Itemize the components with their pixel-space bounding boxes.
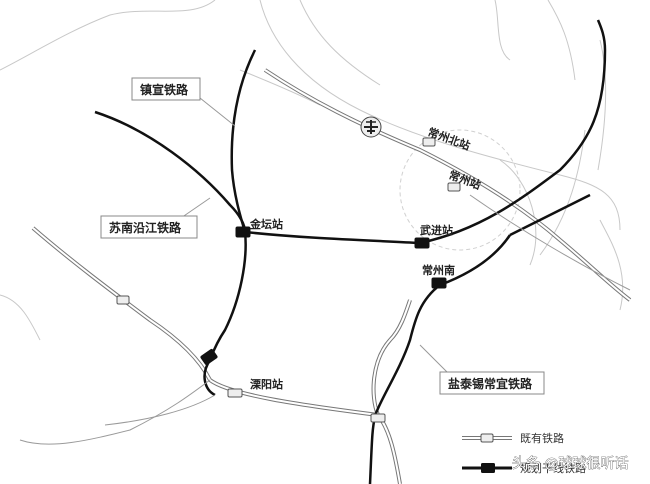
label-wujin: 武进站	[420, 223, 453, 237]
legend: 既有铁路 规划干线铁路	[462, 431, 586, 475]
station-marker-liyang-junction	[200, 348, 218, 366]
watermark: 头条 @球球很听话	[512, 455, 628, 472]
station-marker-changzhou	[447, 182, 461, 192]
urban-area-circle	[399, 129, 521, 251]
label-jintan: 金坛站	[249, 217, 283, 231]
existing-railways	[31, 68, 632, 484]
svg-text:苏南沿江铁路: 苏南沿江铁路	[109, 220, 182, 235]
station-marker-changzhou-south	[431, 277, 447, 289]
callout-zhenxuan: 镇宣铁路	[131, 77, 201, 101]
station-marker-existing-west	[116, 295, 130, 305]
callout-sunan: 苏南沿江铁路	[100, 215, 198, 239]
svg-text:既有铁路: 既有铁路	[520, 431, 564, 445]
station-marker-wujin	[414, 237, 430, 249]
station-markers	[116, 137, 461, 423]
region-boundaries	[0, 0, 624, 341]
station-marker-south-existing	[370, 413, 386, 423]
legend-existing: 既有铁路	[462, 431, 564, 445]
station-marker-jintan	[235, 226, 251, 238]
station-marker-changzhou-north	[422, 137, 436, 147]
svg-text:规划干线铁路: 规划干线铁路	[520, 461, 586, 475]
label-changzhou-south: 常州南	[422, 263, 455, 277]
airplane-icon	[360, 116, 382, 138]
svg-text:盐泰锡常宜铁路: 盐泰锡常宜铁路	[448, 376, 533, 391]
legend-planned: 规划干线铁路	[462, 461, 586, 475]
callout-yantai: 盐泰锡常宜铁路	[439, 371, 545, 395]
svg-text:镇宣铁路: 镇宣铁路	[140, 82, 189, 97]
station-marker-liyang	[227, 388, 243, 398]
label-liyang: 溧阳站	[250, 377, 283, 391]
secondary-tracks	[19, 194, 631, 445]
label-changzhou-north: 常州北站	[426, 125, 472, 153]
